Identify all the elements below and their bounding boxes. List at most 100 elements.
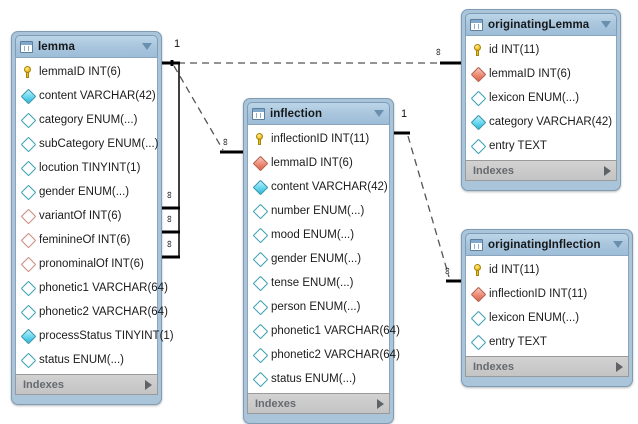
column-row[interactable]: number ENUM(...) <box>248 199 389 223</box>
column-row[interactable]: lexicon ENUM(...) <box>466 86 616 110</box>
indexes-section-lemma[interactable]: Indexes <box>15 374 158 395</box>
table-lemma[interactable]: lemma lemmaID INT(6) content VARCHAR(42)… <box>11 31 174 405</box>
column-label: status ENUM(...) <box>271 373 356 385</box>
column-row[interactable]: entry TEXT <box>466 330 628 354</box>
collapse-caret-icon[interactable] <box>601 21 611 28</box>
column-row[interactable]: person ENUM(...) <box>248 295 389 319</box>
column-row[interactable]: entry TEXT <box>466 134 616 158</box>
expand-arrow-icon[interactable] <box>377 398 384 409</box>
collapse-caret-icon[interactable] <box>142 43 152 50</box>
column-row[interactable]: variantOf INT(6) <box>16 204 157 228</box>
column-label: locution TINYINT(1) <box>39 162 141 174</box>
column-row[interactable]: phonetic1 VARCHAR(64) <box>16 276 168 300</box>
table-title: inflection <box>270 107 323 120</box>
column-label: id INT(11) <box>489 264 540 276</box>
column-row[interactable]: tense ENUM(...) <box>248 271 389 295</box>
column-icon <box>252 299 268 315</box>
column-label: entry TEXT <box>489 140 547 152</box>
column-row[interactable]: pronominalOf INT(6) <box>16 252 157 276</box>
column-icon <box>20 304 36 320</box>
indexes-section-inflection[interactable]: Indexes <box>247 393 390 414</box>
indexes-section-originatingInflection[interactable]: Indexes <box>465 356 629 377</box>
column-icon <box>252 251 268 267</box>
column-label: feminineOf INT(6) <box>39 234 131 246</box>
column-icon <box>20 112 36 128</box>
relationship-lemma-inflection[interactable] <box>170 60 247 154</box>
column-row[interactable]: gender ENUM(...) <box>248 247 389 271</box>
expand-arrow-icon[interactable] <box>604 165 611 176</box>
table-title: lemma <box>38 40 75 53</box>
column-row[interactable]: lemmaID INT(6) <box>466 62 616 86</box>
cardinality-inf-originatingLemma: ∞ <box>432 48 444 55</box>
table-originatingLemma[interactable]: originatingLemma id INT(11) lemmaID INT(… <box>461 9 621 191</box>
column-row[interactable]: status ENUM(...) <box>248 367 389 391</box>
column-icon <box>470 138 486 154</box>
column-label: processStatus TINYINT(1) <box>39 330 174 342</box>
collapse-caret-icon[interactable] <box>613 241 623 248</box>
column-row[interactable]: category VARCHAR(42) <box>466 110 616 134</box>
table-inflection[interactable]: inflection inflectionID INT(11) lemmaID … <box>243 98 400 424</box>
column-row[interactable]: category ENUM(...) <box>16 108 157 132</box>
cardinality-inf-pronominalof: ∞ <box>163 240 175 247</box>
column-icon <box>470 114 486 130</box>
table-title: originatingLemma <box>488 18 590 31</box>
table-icon <box>470 18 483 31</box>
column-label: phonetic2 VARCHAR(64) <box>39 306 168 318</box>
expand-arrow-icon[interactable] <box>145 379 152 390</box>
column-label: gender ENUM(...) <box>39 186 130 198</box>
column-row[interactable]: phonetic2 VARCHAR(64) <box>248 343 400 367</box>
column-icon <box>20 280 36 296</box>
column-row[interactable]: processStatus TINYINT(1) <box>16 324 174 348</box>
column-row[interactable]: lemmaID INT(6) <box>16 60 157 84</box>
column-row[interactable]: lexicon ENUM(...) <box>466 306 628 330</box>
relationship-lemma-self-refs[interactable] <box>160 61 180 259</box>
column-row[interactable]: inflectionID INT(11) <box>466 282 628 306</box>
relationship-inflection-originatingInflection[interactable] <box>392 131 470 283</box>
column-label: lexicon ENUM(...) <box>489 312 580 324</box>
indexes-label: Indexes <box>255 397 296 410</box>
column-icon <box>252 323 268 339</box>
table-header-originatingLemma[interactable]: originatingLemma <box>465 13 617 35</box>
pk-key-icon <box>473 264 483 276</box>
column-row[interactable]: id INT(11) <box>466 38 616 62</box>
column-row[interactable]: phonetic1 VARCHAR(64) <box>248 319 400 343</box>
column-row[interactable]: mood ENUM(...) <box>248 223 389 247</box>
pk-key-icon <box>255 133 265 145</box>
pk-key-icon <box>473 44 483 56</box>
column-row[interactable]: phonetic2 VARCHAR(64) <box>16 300 168 324</box>
column-row[interactable]: content VARCHAR(42) <box>248 175 389 199</box>
expand-arrow-icon[interactable] <box>616 361 623 372</box>
column-label: id INT(11) <box>489 44 540 56</box>
cardinality-inf-variantof: ∞ <box>163 191 175 198</box>
table-columns-inflection: inflectionID INT(11) lemmaID INT(6) cont… <box>247 124 400 393</box>
cardinality-inf-originatingInflection: ∞ <box>441 267 453 274</box>
column-label: lexicon ENUM(...) <box>489 92 580 104</box>
indexes-label: Indexes <box>23 378 64 391</box>
column-label: phonetic1 VARCHAR(64) <box>271 325 400 337</box>
table-columns-originatingLemma: id INT(11) lemmaID INT(6) lexicon ENUM(.… <box>465 35 617 160</box>
table-header-inflection[interactable]: inflection <box>247 102 390 124</box>
table-header-lemma[interactable]: lemma <box>15 35 158 57</box>
fk-column-icon <box>470 286 486 302</box>
table-header-originatingInflection[interactable]: originatingInflection <box>465 233 629 255</box>
column-row[interactable]: id INT(11) <box>466 258 628 282</box>
column-row[interactable]: lemmaID INT(6) <box>248 151 389 175</box>
column-row[interactable]: content VARCHAR(42) <box>16 84 157 108</box>
column-row[interactable]: feminineOf INT(6) <box>16 228 157 252</box>
column-label: category ENUM(...) <box>39 114 138 126</box>
table-icon <box>252 107 265 120</box>
fk-column-icon <box>470 66 486 82</box>
column-row[interactable]: subCategory ENUM(...) <box>16 132 159 156</box>
column-row[interactable]: gender ENUM(...) <box>16 180 157 204</box>
indexes-label: Indexes <box>473 360 514 373</box>
column-icon <box>20 184 36 200</box>
indexes-section-originatingLemma[interactable]: Indexes <box>465 160 617 181</box>
pk-key-icon <box>23 66 33 78</box>
column-row[interactable]: inflectionID INT(11) <box>248 127 389 151</box>
column-icon <box>20 88 36 104</box>
column-row[interactable]: locution TINYINT(1) <box>16 156 157 180</box>
table-originatingInflection[interactable]: originatingInflection id INT(11) inflect… <box>461 229 633 387</box>
column-row[interactable]: status ENUM(...) <box>16 348 157 372</box>
collapse-caret-icon[interactable] <box>374 110 384 117</box>
